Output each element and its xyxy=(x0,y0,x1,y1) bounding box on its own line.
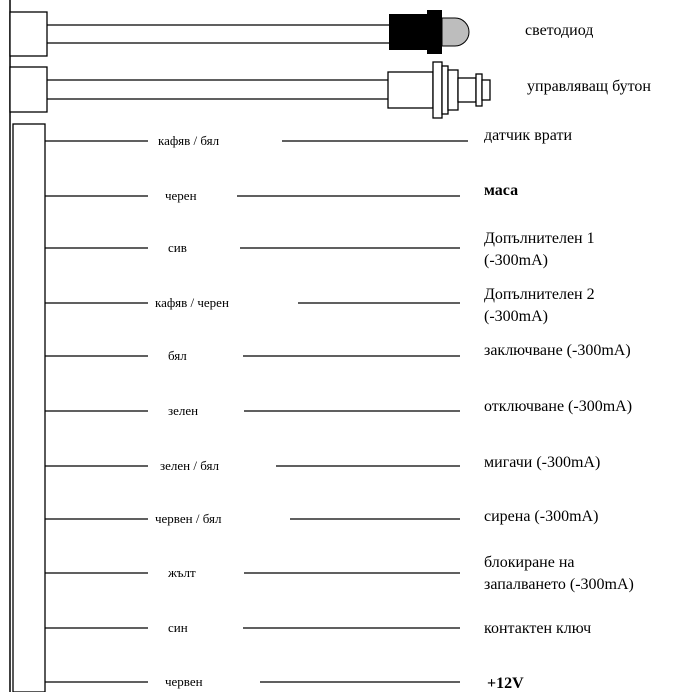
led-icon xyxy=(389,10,470,54)
wire-function-label: маса xyxy=(484,182,519,199)
wire-function-label: отключване (-300mA) xyxy=(484,398,633,415)
wire-function-label: Допълнителен 1 (-300mA) xyxy=(484,230,595,269)
wire-color-label: сив xyxy=(168,240,187,255)
wire-color-label: син xyxy=(168,620,188,635)
wire-lines xyxy=(45,140,468,683)
led-label: светодиод xyxy=(525,22,594,39)
wire-function-label: мигачи (-300mA) xyxy=(484,454,601,471)
wire-color-label: черен xyxy=(165,188,197,203)
button-cable xyxy=(9,61,491,119)
wire-function-label: датчик врати xyxy=(484,127,572,144)
wire-function-label: Допълнителен 2 (-300mA) xyxy=(484,286,595,325)
wire-color-label: зелен / бял xyxy=(160,458,219,473)
wire-color-label: червен xyxy=(165,674,203,689)
wire-color-label: жълт xyxy=(168,565,196,580)
wire-function-label: +12V xyxy=(487,675,524,692)
wire-color-label: червен / бял xyxy=(155,511,222,526)
wire-color-label: кафяв / черен xyxy=(155,295,229,310)
wire-color-label: кафяв / бял xyxy=(158,133,220,148)
wire-function-label: заключване (-300mA) xyxy=(484,342,631,359)
button-connector-block xyxy=(9,66,48,113)
led-connector-block xyxy=(9,11,48,57)
push-button-icon xyxy=(387,61,491,119)
led-cable xyxy=(9,10,470,57)
wire-color-label: зелен xyxy=(168,403,199,418)
wire-function-label: контактен ключ xyxy=(484,620,592,637)
wire-function-label: сирена (-300mA) xyxy=(484,508,599,525)
wire-color-label: бял xyxy=(168,348,187,363)
harness-connector xyxy=(12,123,46,692)
button-label: управляващ бутон xyxy=(527,78,651,95)
wire-function-label: блокиране на запалването (-300mA) xyxy=(484,554,634,593)
